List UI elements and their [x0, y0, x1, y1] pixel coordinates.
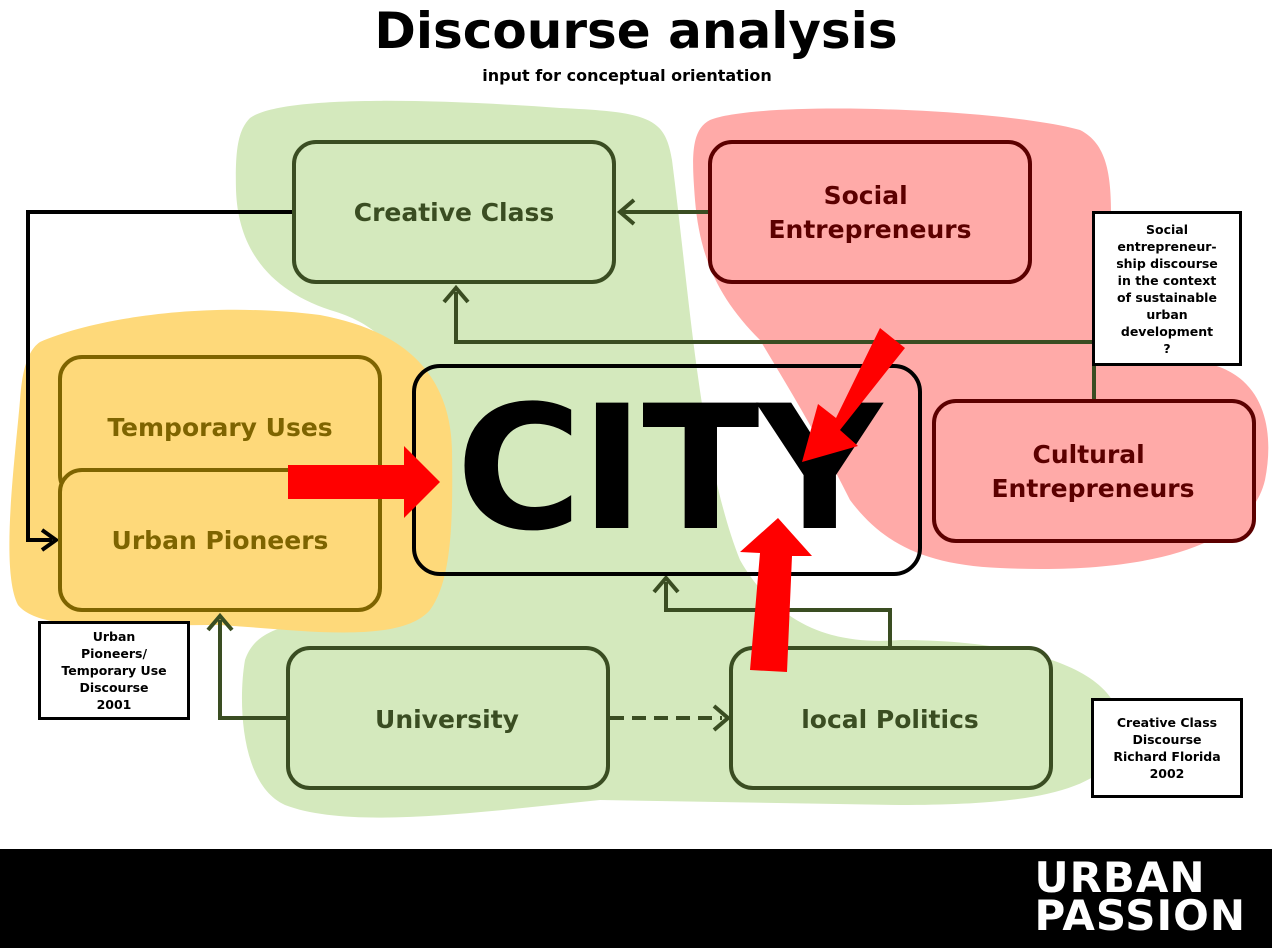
cultural-entrepreneurs-label-line-1: Cultural	[1033, 440, 1145, 469]
note-line: Pioneers/	[80, 646, 148, 661]
cultural-entrepreneurs-label: Cultural Entrepreneurs	[991, 440, 1194, 503]
creative-class-box	[292, 140, 616, 284]
social-entrepreneurs-label-line-1: Social	[824, 181, 908, 210]
note-line: Urban	[92, 629, 136, 644]
note-line: ship discourse	[1116, 255, 1218, 271]
urban-pioneers-box	[58, 468, 382, 612]
social-entrepreneurs-label: Social Entrepreneurs	[768, 181, 971, 244]
red-arrow-from-politics	[740, 518, 812, 672]
note-line: Richard Florida	[1113, 749, 1221, 764]
cultural-entrepreneurs-label-line-2: Entrepreneurs	[991, 474, 1194, 503]
page-subtitle: input for conceptual orientation	[482, 66, 772, 85]
note-line: in the context	[1117, 272, 1217, 288]
note-line: Creative Class	[1116, 715, 1218, 730]
local-politics-box	[729, 646, 1053, 790]
social-entrepreneurs-label-line-2: Entrepreneurs	[768, 215, 971, 244]
note-line: 2002	[1149, 766, 1185, 781]
connector-cultural-to-creative	[454, 292, 1096, 400]
note-urban-pioneers-discourse: Urban Pioneers/ Temporary Use Discourse …	[38, 621, 190, 720]
note-line: development	[1120, 323, 1214, 339]
university-label: University	[375, 705, 519, 734]
note-line: ?	[1163, 340, 1171, 356]
note-line: entrepreneur-	[1117, 238, 1217, 254]
connector-university-to-politics-arrowhead	[712, 704, 732, 732]
urban-passion-logo: URBAN PASSION	[1034, 853, 1246, 940]
note-creative-class-discourse: Creative Class Discourse Richard Florida…	[1091, 698, 1243, 798]
logo-line-1: URBAN	[1034, 853, 1206, 902]
page-title: Discourse analysis	[374, 2, 898, 60]
connector-creative-to-pioneers	[26, 210, 294, 542]
note-social-entrepreneurship: Social entrepreneur- ship discourse in t…	[1092, 211, 1242, 366]
note-line: Discourse	[79, 680, 149, 695]
university-box	[286, 646, 610, 790]
note-line: Social	[1145, 221, 1188, 237]
connector-politics-to-city-arrowhead	[652, 574, 680, 594]
footer-bar: URBAN PASSION	[0, 849, 1272, 948]
connector-university-to-pioneers-arrowhead	[206, 612, 234, 632]
connector-social-to-creative-arrowhead	[616, 198, 636, 226]
temporary-uses-label: Temporary Uses	[107, 413, 332, 442]
creative-class-label: Creative Class	[354, 198, 555, 227]
city-label: CITY	[456, 368, 885, 569]
urban-pioneers-label: Urban Pioneers	[112, 526, 329, 555]
note-line: Temporary Use	[61, 663, 167, 678]
connector-cultural-to-creative-arrowhead	[442, 284, 470, 304]
logo-line-2: PASSION	[1034, 891, 1246, 940]
red-arrow-from-pioneers	[288, 446, 440, 518]
note-line: 2001	[96, 697, 132, 712]
connector-university-to-pioneers	[218, 620, 288, 720]
note-line: of sustainable	[1117, 289, 1217, 305]
note-line: urban	[1146, 306, 1188, 322]
connector-creative-to-pioneers-arrowhead	[40, 528, 60, 552]
cultural-entrepreneurs-box	[932, 399, 1256, 543]
local-politics-label: local Politics	[801, 705, 979, 734]
social-entrepreneurs-box	[708, 140, 1032, 284]
red-arrow-from-social	[802, 328, 905, 462]
note-line: Discourse	[1132, 732, 1202, 747]
